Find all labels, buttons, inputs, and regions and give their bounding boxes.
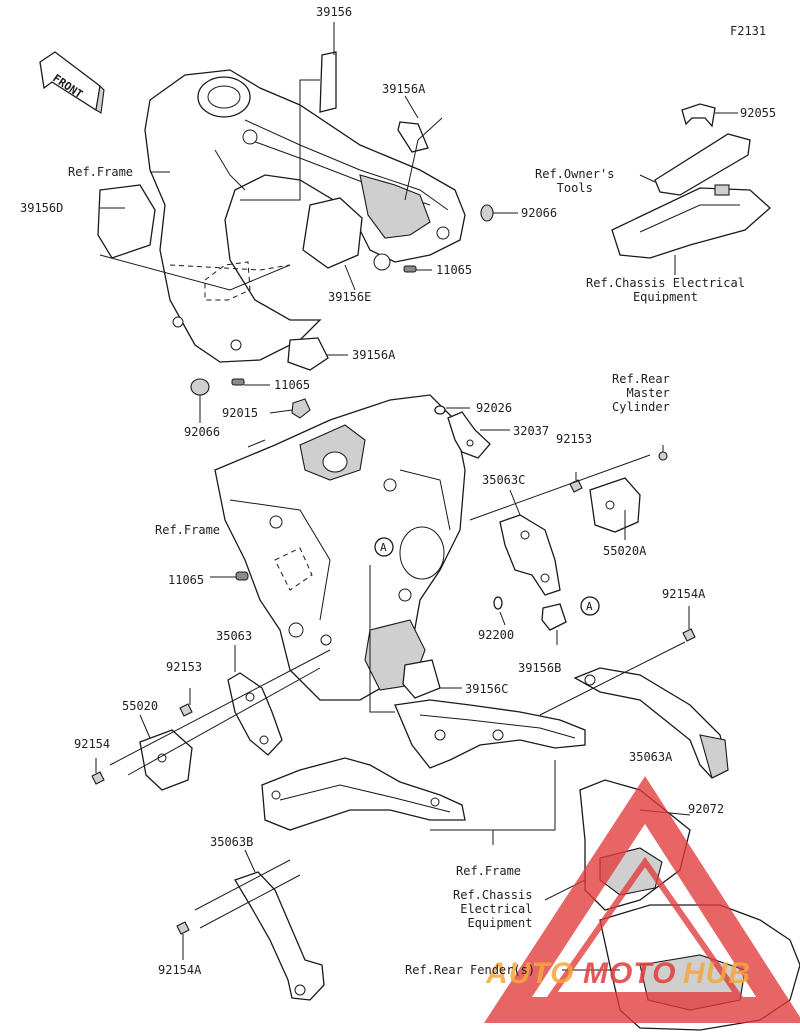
ref-mark-a-right-text: A (586, 600, 593, 613)
figure-code: F2131 (730, 24, 767, 38)
ref-mark-a-right (580, 596, 600, 616)
label-39156C: 39156C (465, 682, 509, 696)
pad-39156A-mid (287, 337, 329, 371)
label-ref-owners-tools: Ref.Owner's Tools (535, 167, 615, 195)
clip-11065-lower (231, 378, 245, 386)
label-92154A-right: 92154A (662, 587, 706, 601)
label-ref-frame-2: Ref.Frame (155, 523, 221, 537)
label-ref-chassis-2: Ref.Chassis Electrical Equipment (453, 888, 533, 930)
bolt-92015 (291, 398, 311, 419)
label-92055: 92055 (740, 106, 777, 120)
label-11065-left: 11065 (168, 573, 205, 587)
oring-92026 (434, 405, 446, 415)
label-ref-frame-3: Ref.Frame (456, 864, 522, 878)
label-11065-mid: 11065 (436, 263, 473, 277)
washer-92200 (493, 596, 503, 610)
label-55020A: 55020A (603, 544, 647, 558)
label-39156D: 39156D (20, 201, 64, 215)
bracket-35063B (234, 871, 325, 1001)
label-32037: 32037 (513, 424, 550, 438)
label-92026: 92026 (476, 401, 513, 415)
label-ref-rear-fender: Ref.Rear Fender(s) (405, 963, 536, 977)
peg-32037 (447, 411, 491, 459)
heel-guard-55020A (589, 477, 641, 533)
label-92154A-bottom: 92154A (158, 963, 202, 977)
strap-92055 (681, 103, 716, 128)
label-55020: 55020 (122, 699, 159, 713)
watermark-hub: HUB (683, 957, 751, 990)
label-92072: 92072 (688, 802, 725, 816)
label-ref-frame-1: Ref.Frame (68, 165, 134, 179)
label-39156-top: 39156 (316, 5, 353, 19)
bracket-35063 (227, 672, 283, 756)
label-39156A-mid: 39156A (352, 348, 396, 362)
bolt-92153-left (179, 703, 193, 717)
pad-39156D (97, 184, 156, 259)
clip-11065-left (235, 571, 249, 581)
ref-mark-a-left (374, 537, 394, 557)
label-39156A-top: 39156A (382, 82, 426, 96)
label-35063C: 35063C (482, 473, 526, 487)
pad-39156E (302, 197, 363, 269)
pad-39156C (402, 659, 441, 699)
label-11065-lower: 11065 (274, 378, 311, 392)
label-92066-right: 92066 (521, 206, 558, 220)
watermark-auto: AUTO (486, 957, 575, 990)
front-arrow-icon (39, 51, 105, 114)
pad-39156A-top (397, 121, 429, 153)
label-39156E: 39156E (328, 290, 372, 304)
pad-39156B (541, 603, 567, 631)
label-35063A: 35063A (629, 750, 673, 764)
ref-mark-a-left-text: A (380, 541, 387, 554)
bolt-92154A-bottom (176, 921, 190, 935)
label-35063: 35063 (216, 629, 253, 643)
label-92153-right: 92153 (556, 432, 593, 446)
label-92066-left: 92066 (184, 425, 221, 439)
cover-39156 (319, 51, 337, 113)
lower-frame-member (261, 757, 466, 831)
label-92153-left: 92153 (166, 660, 203, 674)
bolt-92154 (91, 771, 105, 785)
owners-tools-bag (654, 133, 751, 196)
bolt-92154A-right (682, 628, 696, 642)
label-92154: 92154 (74, 737, 111, 751)
label-39156B: 39156B (518, 661, 562, 675)
label-92200: 92200 (478, 628, 515, 642)
label-ref-rear-master: Ref.Rear Master Cylinder (612, 372, 670, 414)
watermark-moto: MOTO (583, 957, 677, 990)
label-ref-chassis-1: Ref.Chassis Electrical Equipment (586, 276, 745, 304)
clip-11065-mid (403, 265, 417, 273)
label-35063B: 35063B (210, 835, 254, 849)
label-92015: 92015 (222, 406, 259, 420)
